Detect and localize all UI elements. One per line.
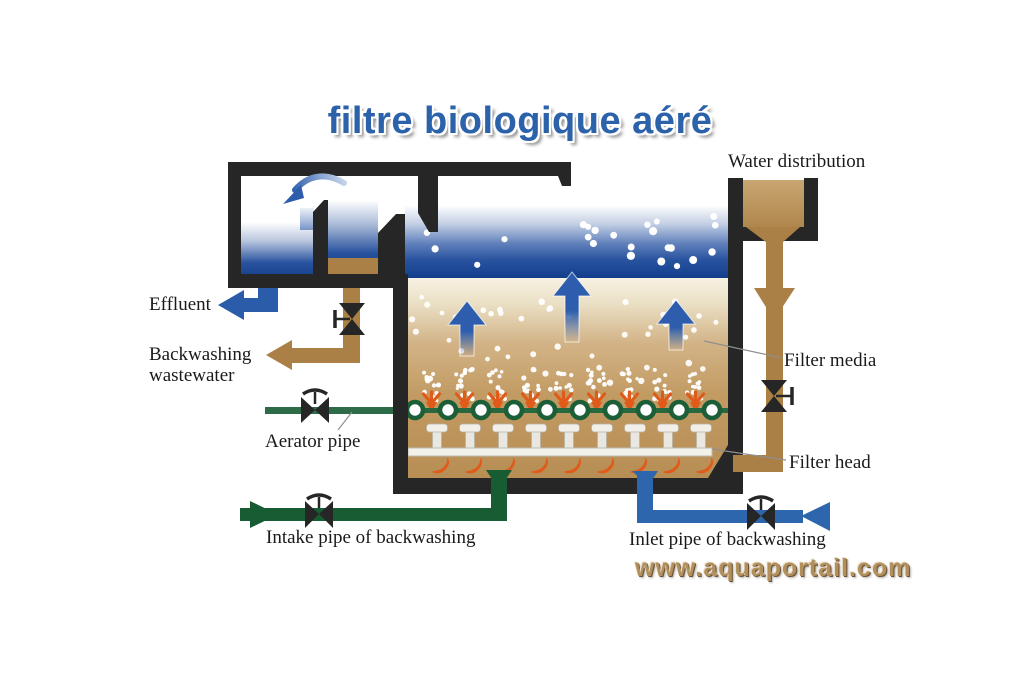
tank-frame: [228, 162, 818, 494]
intake-flow-arrow: [250, 501, 278, 528]
label-effluent: Effluent: [149, 294, 211, 315]
top-bar: [228, 162, 558, 176]
funnel-right-wall: [804, 178, 818, 241]
label-aerator-pipe: Aerator pipe: [265, 431, 361, 452]
aerator-valve-icon: [301, 388, 329, 423]
effluent-arrow: [218, 290, 278, 320]
filter-nozzles: [426, 423, 712, 449]
aerator-leader: [337, 411, 353, 431]
aerator-down-arrows: [421, 390, 706, 412]
aerator-pipe-internal: [408, 408, 728, 413]
intake-valve-icon: [305, 493, 333, 528]
filter-media-leader: [703, 340, 783, 359]
tank-bottom: [393, 478, 743, 494]
upflow-arrows: [446, 271, 697, 357]
label-inlet-pipe: Inlet pipe of backwashing: [629, 529, 826, 550]
leader-lines: [337, 340, 787, 461]
label-intake-pipe: Intake pipe of backwashing: [266, 527, 476, 548]
overflow-arrow: [283, 173, 347, 204]
inlet-valve-icon: [747, 495, 775, 530]
hanging-baffle: [418, 176, 438, 232]
overflow-box-left-wall: [228, 162, 241, 288]
aerator-bubble-plumes: [422, 366, 704, 404]
distribution-pipe: [766, 241, 783, 465]
aerator-pipe-external: [265, 407, 405, 414]
backwash-arrow: [266, 340, 360, 370]
weir-divider-a: [313, 200, 328, 276]
distribution-valve-icon: [761, 380, 794, 412]
backwash-valve-icon: [333, 303, 365, 335]
overflow-box-interior: [241, 176, 408, 276]
water-bubbles: [421, 212, 719, 270]
distribution-down-arrow: [754, 288, 795, 320]
label-filter-head: Filter head: [789, 452, 871, 473]
overflow-box-bottom: [228, 274, 408, 288]
tank-left-wall: [393, 274, 408, 494]
top-bar-end: [558, 162, 571, 186]
tank-right-wall: [728, 178, 743, 458]
water-layer: [405, 178, 728, 278]
label-water-distribution: Water distribution: [728, 151, 866, 172]
up-arrow: [551, 271, 593, 343]
water-distribution-flow: [743, 180, 804, 465]
filter-plate: [407, 447, 713, 457]
diagram-title: filtre biologique aéré: [327, 100, 713, 142]
watermark: www.aquaportail.com: [635, 554, 912, 582]
up-arrow: [446, 300, 488, 357]
inlet-pipe-backwashing: [632, 471, 830, 531]
inlet-flow-arrow: [801, 502, 830, 531]
up-arrow: [655, 299, 697, 351]
weir-divider-b: [378, 214, 405, 276]
aerator-diffuser-rings: [404, 399, 723, 421]
filter-head-leader: [711, 448, 787, 461]
label-backwashing-wastewater: Backwashing wastewater: [149, 344, 252, 387]
distribution-elbow: [733, 455, 783, 472]
label-filter-media: Filter media: [784, 350, 877, 371]
funnel-throat: [746, 227, 800, 242]
